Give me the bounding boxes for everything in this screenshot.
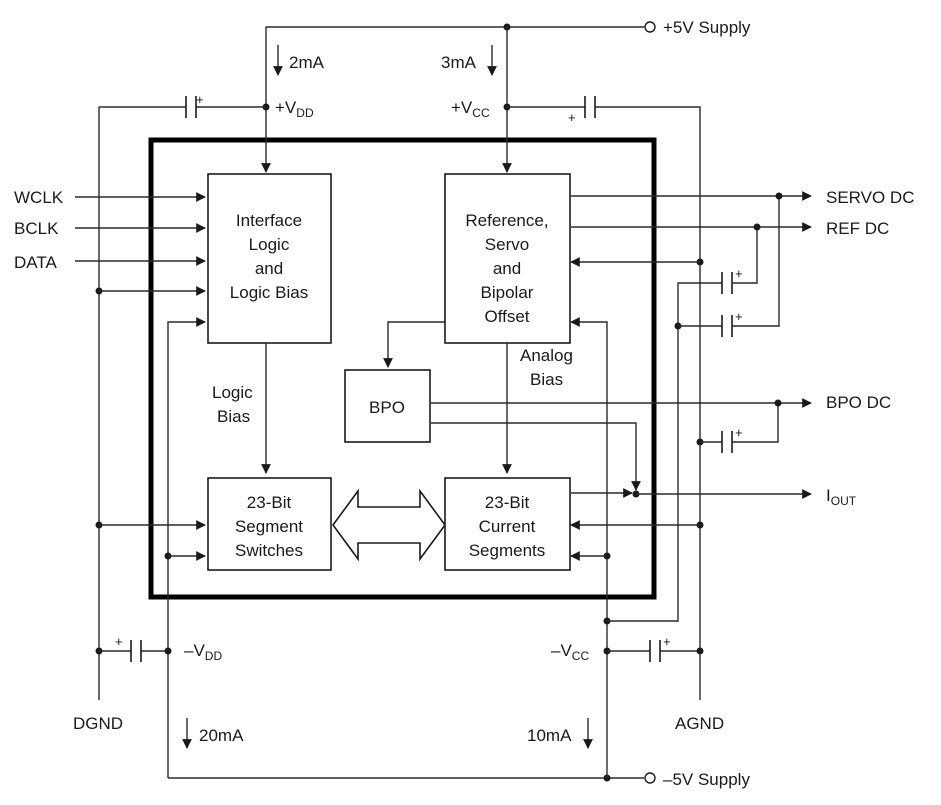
segment-switches-block: 23-Bit Segment Switches (207, 477, 332, 571)
negative-supply-rail: –5V Supply (168, 770, 750, 789)
output-iout-label: IOUT (826, 486, 857, 508)
input-data-label: DATA (14, 253, 57, 272)
svg-text:Current: Current (479, 517, 536, 536)
output-servo-dc-label: SERVO DC (826, 188, 915, 207)
analog-bias-annotation-1: Analog (520, 346, 573, 365)
input-wclk-label: WCLK (14, 188, 64, 207)
svg-text:+: + (735, 266, 743, 281)
ic-package-boundary (148, 137, 657, 600)
digital-inputs: WCLK BCLK DATA (14, 188, 206, 272)
negative-supply-label: –5V Supply (663, 770, 750, 789)
vcc-positive-label: +VCC (451, 98, 490, 120)
svg-text:Interface: Interface (236, 211, 302, 230)
svg-text:23-Bit: 23-Bit (485, 493, 530, 512)
svg-text:Logic Bias: Logic Bias (230, 283, 308, 302)
vdd-negative-label: –VDD (184, 641, 222, 663)
svg-text:Segments: Segments (469, 541, 546, 560)
agnd-label: AGND (675, 714, 724, 733)
svg-text:Switches: Switches (235, 541, 303, 560)
svg-text:and: and (493, 259, 521, 278)
vdd-positive-rail: + +VDD 2mA (99, 27, 325, 173)
output-ref-dc-label: REF DC (826, 219, 889, 238)
analog-bias-annotation-2: Bias (530, 370, 563, 389)
svg-text:+: + (735, 309, 743, 324)
svg-text:+: + (115, 634, 123, 649)
output-bpo-dc-label: BPO DC (826, 393, 891, 412)
positive-supply-label: +5V Supply (663, 18, 751, 37)
vdd-negative-current: 20mA (199, 726, 244, 745)
vcc-positive-current: 3mA (441, 53, 477, 72)
svg-text:BPO: BPO (369, 398, 405, 417)
dgnd-rail: + DGND (73, 107, 206, 733)
analog-outputs: SERVO DC REF DC BPO DC IOUT (431, 188, 915, 508)
svg-text:Segment: Segment (235, 517, 303, 536)
output-decoupling-capacitors: + + + (700, 196, 780, 453)
logic-bias-annotation-1: Logic (212, 383, 253, 402)
svg-text:Logic: Logic (249, 235, 290, 254)
bus-double-arrow (332, 488, 446, 562)
vdd-positive-current: 2mA (289, 53, 325, 72)
dgnd-label: DGND (73, 714, 123, 733)
vcc-negative-label: –VCC (551, 641, 589, 663)
vcc-negative-current: 10mA (527, 726, 572, 745)
reference-servo-block: Reference, Servo and Bipolar Offset (444, 173, 571, 344)
current-segments-block: 23-Bit Current Segments (444, 477, 571, 571)
svg-text:+: + (663, 634, 671, 649)
positive-supply-rail: +5V Supply (266, 18, 751, 37)
svg-text:+: + (196, 92, 204, 107)
svg-text:+: + (735, 425, 743, 440)
svg-text:and: and (255, 259, 283, 278)
vdd-negative-rail: –VDD 20mA (164, 317, 244, 778)
svg-text:Servo: Servo (485, 235, 529, 254)
svg-text:Bipolar: Bipolar (481, 283, 534, 302)
agnd-rail: AGND (570, 257, 724, 733)
svg-text:+: + (568, 110, 576, 125)
svg-text:Reference,: Reference, (465, 211, 548, 230)
internal-connections: Logic Bias Analog Bias (212, 321, 573, 562)
interface-logic-block: Interface Logic and Logic Bias (207, 173, 332, 344)
vdd-positive-label: +VDD (275, 98, 314, 120)
input-bclk-label: BCLK (14, 219, 59, 238)
bpo-block: BPO (344, 369, 431, 443)
svg-text:Offset: Offset (484, 307, 529, 326)
logic-bias-annotation-2: Bias (217, 407, 250, 426)
vcc-positive-rail: + +VCC 3mA (441, 27, 701, 700)
vcc-negative-rail: + –VCC 10mA (527, 282, 722, 778)
svg-text:23-Bit: 23-Bit (247, 493, 292, 512)
